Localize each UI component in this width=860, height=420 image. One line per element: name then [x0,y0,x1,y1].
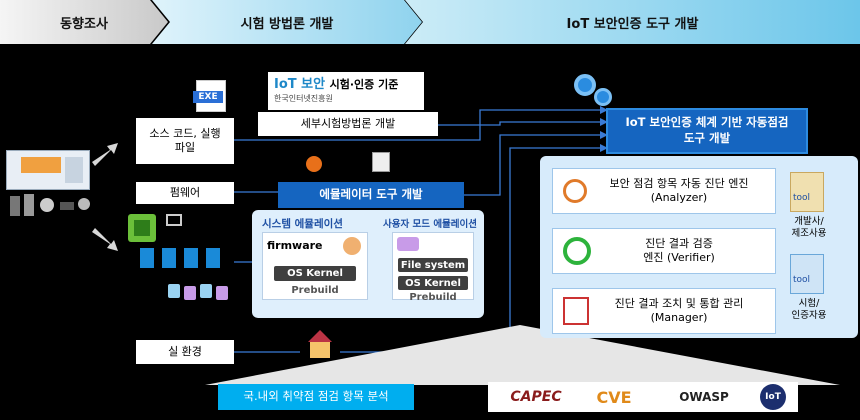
chip-3 [184,248,198,268]
firmware-box: 펌웨어 [136,182,234,204]
analyzer-icon [563,179,587,203]
firmware-gear-icon [343,237,361,255]
user-prebuild: Prebuild [409,292,457,303]
smart-home-icon [300,326,340,366]
analyzer-engine-box: 보안 점검 항목 자동 진단 엔진 (Analyzer) [552,168,776,214]
standard-title-suffix: 시험·인증 기준 [329,78,399,92]
tool-doc-icon-dev: tool [790,172,824,212]
system-kernel-tag: OS Kernel [274,266,356,281]
system-prebuild: Prebuild [291,285,339,296]
real-env-box: 실 환경 [136,340,234,364]
manager-engine-box: 진단 결과 조치 및 통합 관리 (Manager) [552,288,776,334]
gray-arrow-down [92,228,118,251]
manager-label: 진단 결과 조치 및 통합 관리 (Manager) [614,296,744,324]
chip-2 [162,248,176,268]
chip-1 [140,248,154,268]
exe-label: EXE [193,91,223,103]
logo-strip [488,382,798,412]
small-chip-icon [166,214,182,226]
tool-cert-label: tool [793,275,811,285]
tool-title: IoT 보안인증 체계 기반 자동점검 도구 개발 [606,108,808,154]
firmware-label: firmware [267,239,323,252]
plug-1 [168,284,180,298]
cve-logo: CVE [596,387,632,407]
plug-4 [216,286,228,300]
plug-3 [200,284,212,298]
line-standard-to-tool [438,121,600,126]
gears-icon [574,74,614,110]
analysis-banner: 국.내외 취약점 점검 항목 분석 [218,384,414,410]
devices-image [8,192,94,222]
verifier-label: 진단 결과 검증 엔진 (Verifier) [643,236,715,264]
analyzer-label: 보안 점검 항목 자동 진단 엔진 (Analyzer) [609,176,749,204]
stage-methodology: 시험 방법론 개발 [152,0,422,44]
chip-4 [206,248,220,268]
stage-banner: 동향조사 시험 방법론 개발 IoT 보안인증 도구 개발 [0,0,860,44]
emulator-title: 에뮬레이터 도구 개발 [278,182,464,208]
checkmark-icon [563,237,591,265]
manager-chart-icon [563,297,589,325]
capec-logo: CAPEC [510,389,562,405]
exe-file-icon: EXE [193,80,226,112]
detail-method-box: 세부시험방법론 개발 [258,112,438,136]
verifier-engine-box: 진단 결과 검증 엔진 (Verifier) [552,228,776,274]
dev-manufacturer-label: 개발사/ 제조사용 [791,216,827,239]
iot-chip-icon [128,214,156,242]
iot-badge-logo: IoT [760,384,786,410]
standard-title-prefix: IoT 보안 [274,77,326,93]
standard-org: 한국인터넷진흥원 [274,94,333,104]
plug-2 [184,286,196,300]
terminal-icon [372,152,390,172]
user-fs-tag: File system [398,258,468,272]
tester-certifier-label: 시험/ 인증자용 [791,298,827,321]
line-emulator-to-tool [464,134,600,196]
gray-arrow-up [92,143,118,166]
device-board-image [6,150,90,190]
qemu-icon [306,156,322,172]
standard-doc: IoT 보안 시험·인증 기준 한국인터넷진흥원 [268,72,424,110]
stage-survey: 동향조사 [0,0,168,44]
system-emu-heading: 시스템 에뮬레이션 [262,218,343,230]
tool-doc-icon-cert: tool [790,254,824,294]
user-kernel-tag: OS Kernel [398,276,468,290]
user-emu-heading: 사용자 모드 에뮬레이션 [383,219,478,230]
owasp-logo: OWASP [679,390,729,404]
stage-tool-dev: IoT 보안인증 도구 개발 [405,0,860,44]
spotlight-cone [205,325,840,385]
tool-dev-label: tool [793,193,811,203]
user-gear-icon [397,237,419,251]
source-code-box: 소스 코드, 실행 파일 [136,118,234,164]
